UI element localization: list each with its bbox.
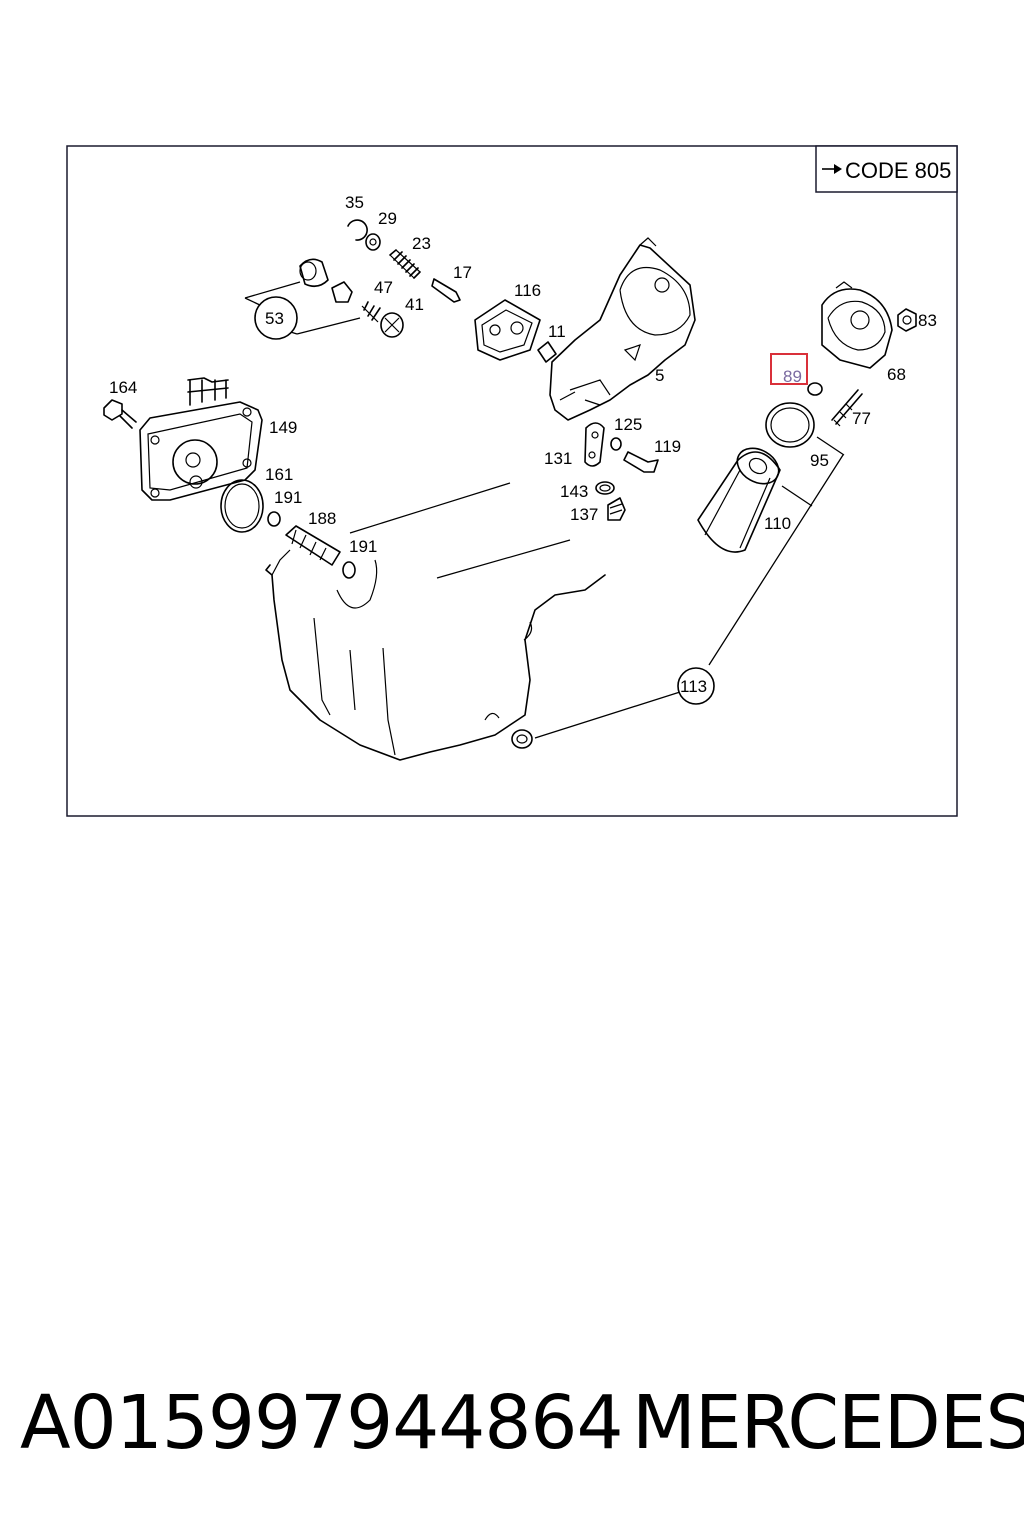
callout-68: 68 xyxy=(887,365,906,384)
stud-77 xyxy=(831,389,863,427)
diagram-frame xyxy=(66,145,958,817)
callout-137: 137 xyxy=(570,505,598,524)
bolt-164 xyxy=(103,399,137,429)
callout-83: 83 xyxy=(918,311,937,330)
washer-125 xyxy=(610,437,622,451)
callout-191-left: 191 xyxy=(274,488,302,507)
leader-113 xyxy=(534,436,845,739)
highlighted-callout-89: 89 xyxy=(770,353,808,386)
callout-23: 23 xyxy=(412,234,431,253)
code-box: CODE 805 xyxy=(815,145,958,193)
valve-188 xyxy=(285,525,341,566)
callout-143: 143 xyxy=(560,482,588,501)
cap-41 xyxy=(380,312,404,338)
drain-plug-seal xyxy=(511,729,533,749)
filter-housing-5 xyxy=(549,237,696,421)
callout-47: 47 xyxy=(374,278,393,297)
callout-53: 53 xyxy=(265,309,284,328)
bolt-119 xyxy=(623,451,659,473)
circled-callout-113: 113 xyxy=(677,667,715,705)
code-label: CODE 805 xyxy=(845,158,951,183)
sleeve-11 xyxy=(537,341,557,363)
callout-131: 131 xyxy=(544,449,572,468)
plug-137 xyxy=(607,497,626,521)
callout-5: 5 xyxy=(655,366,664,385)
callout-77: 77 xyxy=(852,409,871,428)
callout-113: 113 xyxy=(680,677,707,696)
callout-191-right: 191 xyxy=(349,537,377,556)
callout-89: 89 xyxy=(783,367,802,386)
circlip-35 xyxy=(347,219,368,241)
part-number: A015997944864 xyxy=(20,1380,624,1466)
bushing-53-bottom xyxy=(331,281,353,303)
oil-pan-drawing xyxy=(265,482,606,761)
callout-161: 161 xyxy=(265,465,293,484)
callout-41: 41 xyxy=(405,295,424,314)
callout-35: 35 xyxy=(345,193,364,212)
spring-23 xyxy=(389,249,421,279)
oil-cooler-housing xyxy=(139,377,263,501)
callout-labels: 35 29 23 17 47 41 116 11 5 83 68 77 95 1… xyxy=(109,193,937,556)
leader-53 xyxy=(244,281,361,335)
pin-17 xyxy=(431,278,461,303)
seal-143 xyxy=(595,481,615,495)
nut-83 xyxy=(897,308,917,332)
bushing-53-top xyxy=(299,258,329,288)
gasket-116 xyxy=(474,299,541,361)
callout-116: 116 xyxy=(514,281,541,300)
circled-callout-53: 53 xyxy=(254,296,298,340)
seal-ring-95 xyxy=(765,402,815,448)
o-ring-89 xyxy=(807,382,823,396)
callout-29: 29 xyxy=(378,209,397,228)
filter-element-110 xyxy=(697,447,781,553)
callout-119: 119 xyxy=(654,437,681,456)
callout-188: 188 xyxy=(308,509,336,528)
o-ring-191-right xyxy=(342,561,356,579)
callout-164: 164 xyxy=(109,378,137,397)
seal-ring-161 xyxy=(220,479,264,533)
callout-95: 95 xyxy=(810,451,829,470)
spring-47 xyxy=(361,301,381,323)
o-ring-191-left xyxy=(267,511,281,527)
callout-17: 17 xyxy=(453,263,472,282)
filter-cover-68 xyxy=(821,281,893,369)
washer-29 xyxy=(365,233,381,251)
footer: A015997944864 MERCEDES xyxy=(0,1378,1024,1468)
plate-131 xyxy=(584,422,605,467)
highlight-box xyxy=(770,353,808,385)
brand-name: MERCEDES xyxy=(632,1380,1024,1466)
callout-125: 125 xyxy=(614,415,642,434)
callout-149: 149 xyxy=(269,418,297,437)
callout-11: 11 xyxy=(548,322,566,341)
callout-110: 110 xyxy=(764,514,791,533)
